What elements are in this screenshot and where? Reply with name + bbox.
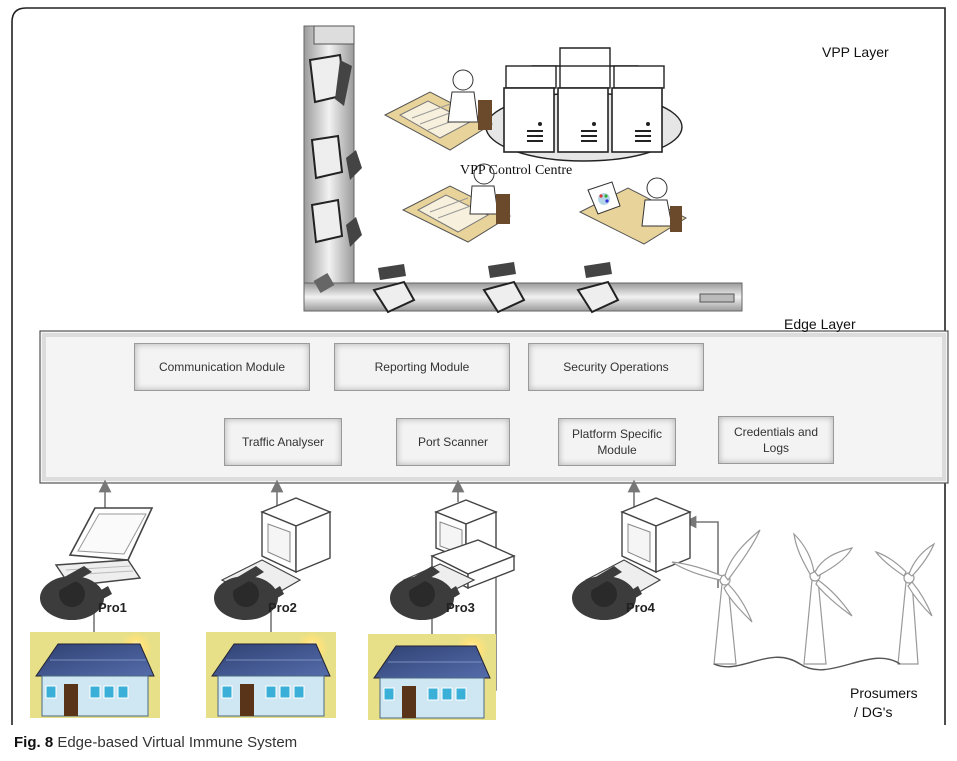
pro1-label: Pro1 [98, 600, 127, 615]
monitor-icon [584, 497, 692, 603]
pro4-label: Pro4 [626, 600, 655, 615]
prosumers-label: Prosumers / DG's [850, 684, 918, 722]
wind-turbine-icon [671, 529, 761, 665]
monitor-icon [220, 497, 332, 603]
vpp-control-centre [303, 25, 743, 314]
port-scanner-label: Port Scanner [417, 435, 489, 449]
credentials-and-logs-box: Credentials and Logs [718, 416, 834, 464]
power-line [713, 656, 901, 671]
user-icon [40, 566, 112, 620]
communication-module-label: Communication Module [158, 360, 286, 374]
reporting-module-box: Reporting Module [334, 343, 510, 391]
credentials-label-line1: Credentials and [733, 425, 819, 439]
wall-monitor-icon [482, 262, 526, 314]
vpp-control-centre-label: VPP Control Centre [460, 163, 573, 178]
edge-layer-label: Edge Layer [784, 316, 856, 332]
wall-monitor-icon [310, 198, 362, 247]
figure-caption: Fig. 8 Edge-based Virtual Immune System [14, 734, 297, 751]
vpp-layer-label: VPP Layer [822, 44, 889, 60]
prosumers-label-line1: Prosumers [850, 685, 918, 701]
operator-desk-icon [383, 69, 494, 151]
pro3-label: Pro3 [446, 600, 475, 615]
platform-specific-label-line1: Platform Specific [571, 427, 663, 441]
security-operations-label: Security Operations [563, 360, 669, 374]
wall-monitor-icon [576, 262, 620, 314]
traffic-analyser-label: Traffic Analyser [241, 435, 325, 449]
communication-module-box: Communication Module [134, 343, 310, 391]
wind-turbine-icon [793, 532, 854, 665]
port-scanner-box: Port Scanner [396, 418, 510, 466]
wall-monitor-icon [308, 53, 352, 106]
figure-frame [11, 7, 946, 725]
figure-caption-text: Edge-based Virtual Immune System [53, 734, 298, 751]
operator-desk-icon [401, 163, 512, 243]
prosumers-label-line2: / DG's [854, 704, 893, 720]
server-cluster-icon [485, 47, 683, 162]
security-operations-box: Security Operations [528, 343, 704, 391]
house-solar-icon [206, 632, 336, 718]
house-solar-icon [368, 634, 496, 720]
user-icon [214, 566, 284, 620]
reporting-module-label: Reporting Module [374, 360, 470, 374]
platform-specific-module-box: Platform Specific Module [558, 418, 676, 466]
platform-specific-label-line2: Module [597, 443, 637, 457]
house-solar-icon [30, 632, 160, 718]
figure-number: Fig. 8 [14, 734, 54, 751]
pro2-label: Pro2 [268, 600, 297, 615]
traffic-analyser-box: Traffic Analyser [224, 418, 342, 466]
credentials-label-line2: Logs [762, 441, 790, 455]
user-icon [572, 566, 642, 620]
wall-monitor-icon [310, 134, 362, 180]
user-icon [390, 566, 460, 620]
wind-turbine-icon [874, 542, 936, 665]
operator-desk-icon [578, 177, 688, 245]
wall-monitor-icon [372, 264, 416, 314]
